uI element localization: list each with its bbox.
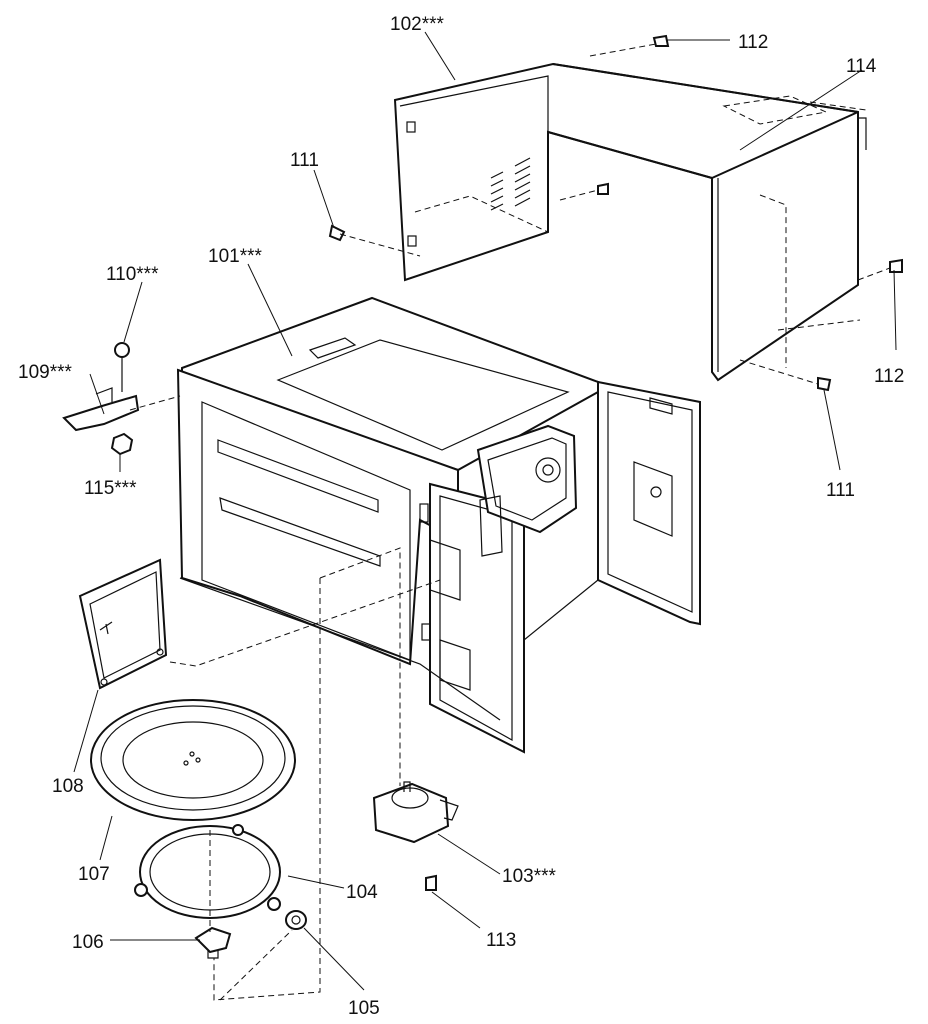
bracket-assembly <box>62 342 140 456</box>
waveguide-cover <box>78 558 168 690</box>
label-108: 108 <box>52 776 84 797</box>
label-113: 113 <box>486 930 516 951</box>
turntable-motor <box>372 781 459 844</box>
label-101: 101*** <box>208 246 262 267</box>
label-104: 104 <box>346 882 378 903</box>
label-110: 110*** <box>106 264 159 285</box>
assembly-lines <box>129 43 891 1001</box>
label-102: 102*** <box>390 14 444 35</box>
label-115: 115*** <box>84 478 137 499</box>
label-103: 103*** <box>502 866 556 887</box>
roller-ring <box>134 824 281 919</box>
label-107: 107 <box>78 864 110 885</box>
turntable-tray <box>90 699 296 821</box>
cabinet-body <box>176 296 701 754</box>
label-114: 114 <box>846 56 877 77</box>
leader-lines <box>73 31 897 991</box>
coupling-washer <box>285 910 307 930</box>
label-112-top: 112 <box>738 32 768 53</box>
outer-case-cover <box>393 62 867 382</box>
label-105: 105 <box>348 998 380 1019</box>
screws <box>328 34 903 891</box>
label-112-side: 112 <box>874 366 904 387</box>
label-111-right: 111 <box>826 480 855 501</box>
turntable-coupler <box>194 926 232 959</box>
label-111-left: 111 <box>290 150 319 171</box>
part-labels: 102*** 112 114 111 101*** 110*** 109*** … <box>18 14 904 1019</box>
label-106: 106 <box>72 932 104 953</box>
label-109: 109*** <box>18 362 72 383</box>
